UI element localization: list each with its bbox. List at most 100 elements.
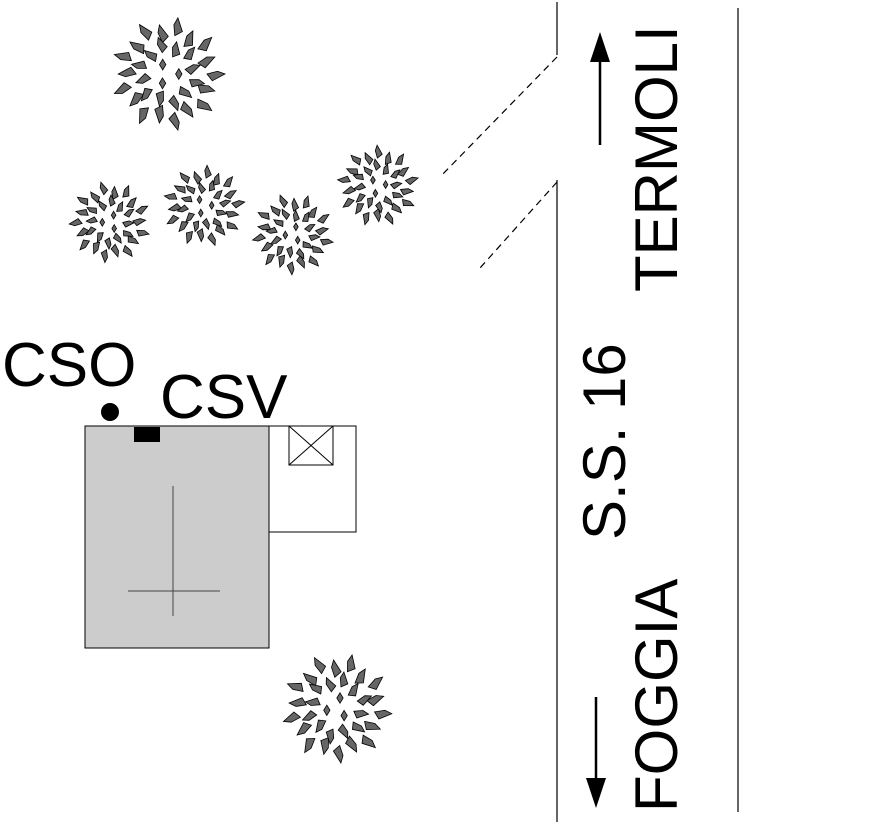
road <box>439 2 739 822</box>
tree-leaf <box>183 30 194 47</box>
tree-leaf <box>212 217 223 228</box>
tree-leaf <box>104 237 112 251</box>
tree-leaf <box>130 60 148 69</box>
tree-leaf <box>281 208 291 221</box>
tree-leaf <box>257 223 272 231</box>
tree-leaf <box>373 158 381 171</box>
tree-leaf <box>100 249 108 264</box>
tree-leaf <box>85 216 98 224</box>
building-main <box>84 425 270 649</box>
tree-leaf <box>201 217 210 231</box>
tree-leaf <box>179 172 190 184</box>
tree-icon <box>113 16 226 132</box>
tree-leaf <box>286 682 304 693</box>
tree-leaf <box>292 209 300 223</box>
tree-leaf <box>340 709 348 722</box>
side-road-dashed-upper <box>439 56 558 178</box>
tree-leaf <box>143 49 158 63</box>
tree-leaf <box>197 98 213 112</box>
tree-leaf <box>260 241 274 252</box>
tree-leaf <box>139 107 150 125</box>
tree-leaf <box>301 710 318 721</box>
tree-leaf <box>76 227 90 237</box>
tree-leaf <box>99 217 106 227</box>
tree-leaf <box>159 58 167 71</box>
tree-leaf <box>363 166 373 177</box>
tree-leaf <box>303 224 316 233</box>
tree-leaf <box>251 233 267 242</box>
tree-leaf <box>314 656 327 675</box>
tree-leaf <box>110 243 120 258</box>
tree-leaf <box>166 214 180 225</box>
tree-leaf <box>399 188 415 196</box>
tree-leaf <box>279 194 289 209</box>
tree-leaf <box>282 711 302 723</box>
tree-leaf <box>288 697 308 707</box>
label-direction-termoli: TERMOLI <box>623 25 690 292</box>
tree-leaf <box>294 235 301 245</box>
tree-leaf <box>354 668 366 684</box>
tree-leaf <box>382 179 389 190</box>
tree-leaf <box>257 212 270 220</box>
tree-leaf <box>374 144 383 159</box>
tree-leaf <box>155 90 164 108</box>
tree-leaf <box>110 210 117 220</box>
tree-icon <box>68 181 150 264</box>
tree-leaf <box>270 205 281 217</box>
tree-leaf <box>223 190 238 200</box>
tree-leaf <box>364 151 374 166</box>
tree-leaf <box>113 51 132 62</box>
tree-leaf <box>206 70 226 82</box>
tree-leaf <box>207 232 216 247</box>
tree-leaf <box>99 181 109 196</box>
tree-icon <box>336 144 420 226</box>
tree-leaf <box>198 181 207 195</box>
tree-leaf <box>196 228 205 243</box>
tree-leaf <box>314 227 330 236</box>
tree-leaf <box>304 738 316 754</box>
tree-leaf <box>113 82 133 94</box>
arrow-up-icon <box>590 32 610 145</box>
tree-leaf <box>74 209 89 216</box>
tree-leaf <box>342 185 357 195</box>
tree-leaf <box>346 654 356 673</box>
tree-leaf <box>392 191 404 199</box>
tree-leaf <box>375 201 383 214</box>
label-cso: CSO <box>2 331 136 400</box>
tree-leaf <box>296 254 305 269</box>
tree-leaf <box>308 234 321 242</box>
tree-leaf <box>197 36 213 52</box>
tree-leaf <box>350 154 362 166</box>
tree-leaf <box>180 100 194 118</box>
tree-leaf <box>197 84 216 94</box>
tree-leaf <box>215 209 228 216</box>
tree-leaf <box>282 230 289 240</box>
tree-leaf <box>108 193 116 207</box>
tree-leaf <box>123 229 134 237</box>
tree-leaf <box>286 261 295 276</box>
tree-leaf <box>351 721 366 733</box>
tree-leaf <box>325 676 337 693</box>
tree-leaf <box>226 221 239 230</box>
tree-leaf <box>337 723 349 740</box>
tree-leaf <box>173 185 186 194</box>
dot-icon <box>101 403 119 421</box>
tree-leaf <box>382 163 389 175</box>
tree-leaf <box>308 683 323 695</box>
tree-leaf <box>98 200 108 212</box>
sensor-box-icon <box>134 427 160 442</box>
tree-leaf <box>215 223 226 236</box>
tree-leaf <box>135 73 152 84</box>
tree-leaf <box>178 221 189 233</box>
tree-leaf <box>76 196 89 206</box>
tree-leaf <box>122 220 135 228</box>
tree-leaf <box>372 188 379 198</box>
tree-leaf <box>185 230 194 245</box>
crossed-box-icon <box>288 425 334 466</box>
tree-leaf <box>336 692 344 704</box>
tree-leaf <box>185 184 196 195</box>
tree-leaf <box>302 240 313 249</box>
tree-icon <box>282 654 393 764</box>
tree-leaf <box>218 199 232 208</box>
tree-leaf <box>352 173 364 181</box>
